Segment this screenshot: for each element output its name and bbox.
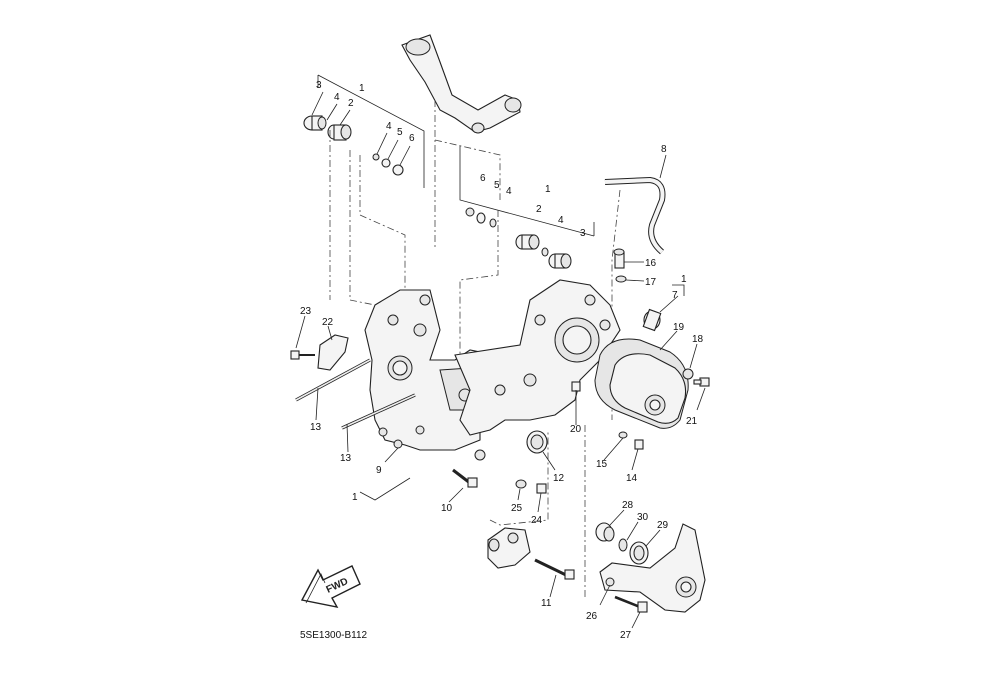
crankcase-right (454, 279, 621, 436)
callout-3: 3 (316, 80, 322, 91)
callout-15: 15 (596, 459, 608, 470)
left-fasteners (290, 315, 416, 501)
bottom-center-fasteners (448, 381, 581, 513)
fitting-group (613, 248, 685, 332)
callout-5: 5 (494, 180, 500, 191)
engine-mount-group (584, 425, 706, 629)
left-bushing-group (303, 74, 425, 306)
side-cover-group (594, 330, 710, 429)
callout-16: 16 (645, 258, 657, 269)
callout-2: 2 (536, 204, 542, 215)
callout-8: 8 (661, 144, 667, 155)
right-bushing-group (434, 100, 595, 360)
callout-27: 27 (620, 630, 632, 641)
callout-21: 21 (686, 416, 698, 427)
callout-5: 5 (397, 127, 403, 138)
callout-29: 29 (657, 520, 669, 531)
fwd-arrow: FWD (300, 565, 361, 608)
callout-4: 4 (334, 92, 340, 103)
callout-1: 1 (545, 184, 551, 195)
callout-22: 22 (322, 317, 334, 328)
hose (604, 154, 667, 420)
top-pipe (401, 34, 522, 134)
callout-30: 30 (637, 512, 649, 523)
callout-1: 1 (352, 492, 358, 503)
callouts: 1 3 4 2 4 5 6 8 1 6 5 4 2 4 3 16 17 1 7 … (300, 80, 704, 641)
callout-26: 26 (586, 611, 598, 622)
callout-4: 4 (386, 121, 392, 132)
callout-13: 13 (340, 453, 352, 464)
callout-12: 12 (553, 473, 565, 484)
callout-1: 1 (359, 83, 365, 94)
callout-7: 7 (672, 290, 678, 301)
callout-28: 28 (622, 500, 634, 511)
callout-4: 4 (558, 215, 564, 226)
callout-17: 17 (645, 277, 657, 288)
callout-3: 3 (580, 228, 586, 239)
callout-20: 20 (570, 424, 582, 435)
callout-6: 6 (480, 173, 486, 184)
callout-11: 11 (541, 598, 552, 609)
small-fittings (603, 431, 644, 471)
callout-6: 6 (409, 133, 415, 144)
callout-24: 24 (531, 515, 543, 526)
callout-25: 25 (511, 503, 523, 514)
callout-10: 10 (441, 503, 453, 514)
callout-9: 9 (376, 465, 382, 476)
callout-23: 23 (300, 306, 312, 317)
pump-housing (487, 430, 575, 598)
diagram-code: 5SE1300-B112 (300, 630, 368, 641)
callout-14: 14 (626, 473, 638, 484)
callout-13: 13 (310, 422, 322, 433)
callout-1: 1 (681, 274, 687, 285)
callout-19: 19 (673, 322, 685, 333)
callout-4: 4 (506, 186, 512, 197)
callout-18: 18 (692, 334, 704, 345)
callout-2: 2 (348, 98, 354, 109)
